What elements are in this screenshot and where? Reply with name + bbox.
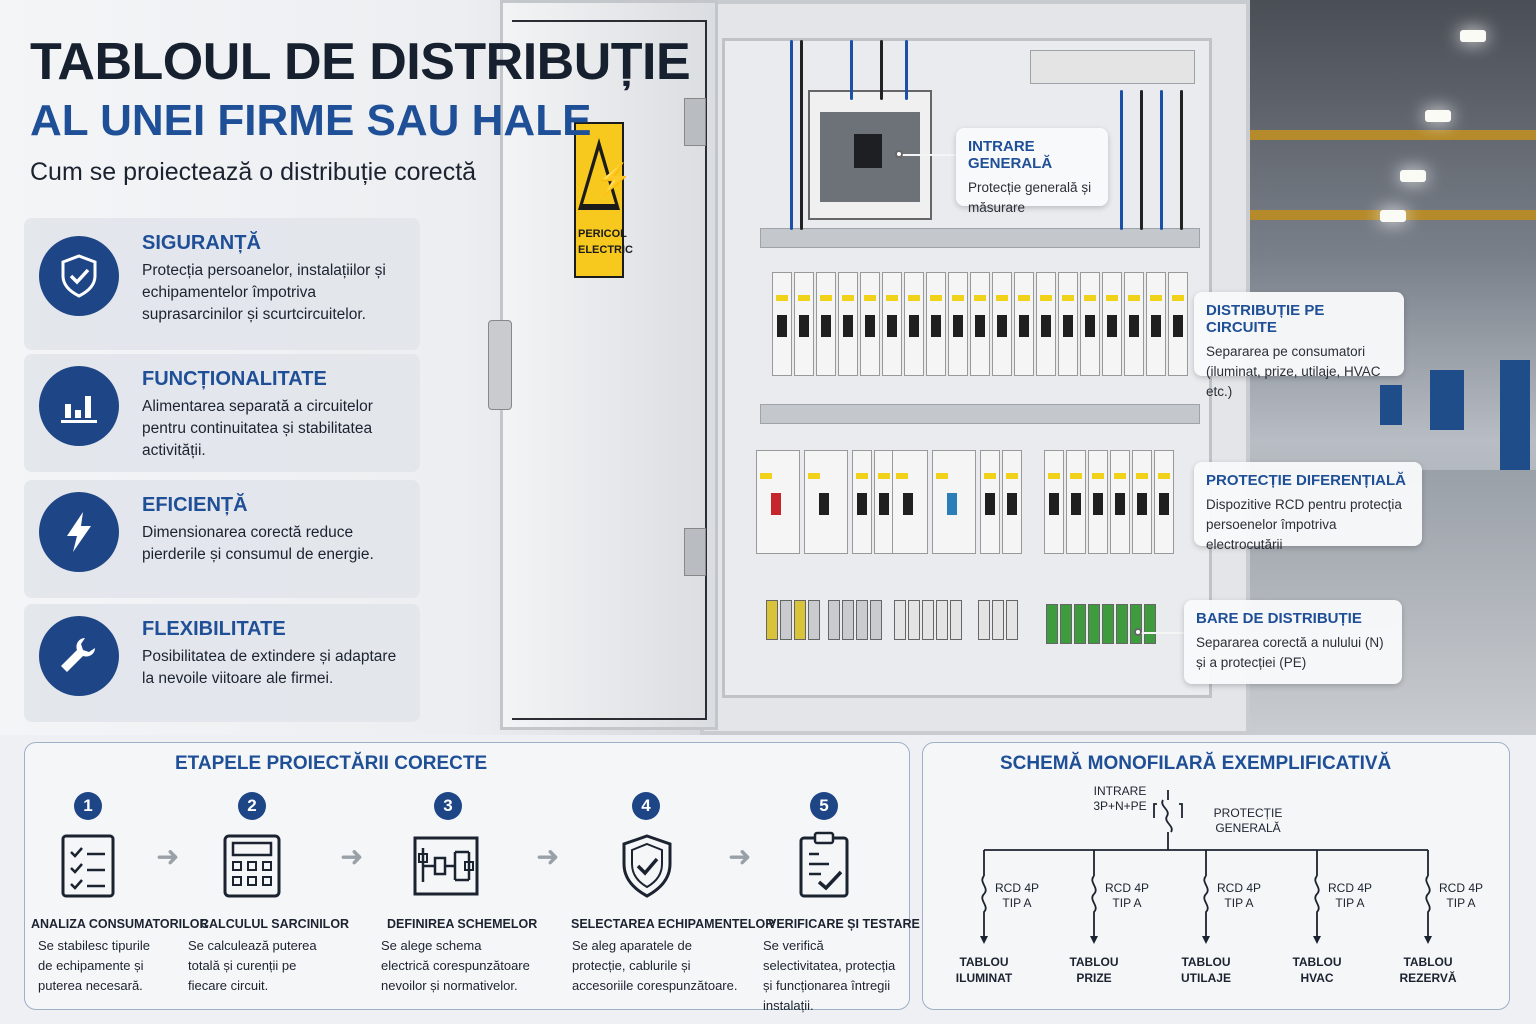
feature-desc: Alimentarea separată a circuitelor pentr…: [142, 398, 373, 459]
feature-desc: Protecția persoanelor, instalațiilor și …: [142, 262, 386, 323]
page-title: TABLOUL DE DISTRIBUȚIE: [30, 33, 691, 91]
arrow-right-icon: ➜: [340, 841, 364, 872]
schematic-icon: [413, 836, 479, 896]
single-line-diagram: [980, 790, 1432, 944]
step-desc: Se aleg aparatele de protecție, cabluril…: [572, 938, 738, 993]
cabinet-door: [500, 0, 718, 730]
step-desc: Se verifică selectivitatea, protecția și…: [763, 938, 896, 1013]
door-hinge: [684, 528, 706, 576]
feature-title: EFICIENȚĂ: [142, 494, 248, 516]
danger-sign: ⚡ PERICOL ELECTRIC: [574, 122, 633, 278]
checklist-icon: [61, 834, 115, 898]
callout-main-input: INTRARE GENERALĂ Protecție generală și m…: [956, 128, 1108, 215]
step-number: 2: [238, 792, 266, 820]
shield-check-icon: [622, 834, 672, 898]
clipboard-check-icon: [799, 831, 849, 898]
shield-check-icon: [61, 254, 97, 298]
page-title-secondary: AL UNEI FIRME SAU HALE: [30, 96, 592, 145]
arrow-right-icon: ➜: [156, 841, 180, 872]
feature-card-functionality: FUNCȚIONALITATE Alimentarea separată a c…: [24, 354, 420, 472]
feature-card-efficiency: EFICIENȚĂ Dimensionarea corectă reduce p…: [24, 480, 420, 598]
feature-title: FLEXIBILITATE: [142, 618, 286, 640]
step-number: 3: [434, 792, 462, 820]
callout-differential-protection: PROTECȚIE DIFERENȚIALĂ Dispozitive RCD p…: [1194, 462, 1422, 552]
step-desc: Se alege schema electrică corespunzătoar…: [381, 938, 530, 993]
feature-title: SIGURANȚĂ: [142, 232, 261, 254]
bar-chart-icon: [61, 396, 97, 423]
step-title: ANALIZA CONSUMATORILOR: [31, 917, 209, 931]
step-title: SELECTAREA ECHIPAMENTELOR: [571, 917, 775, 931]
step-title: VERIFICARE ȘI TESTARE: [768, 917, 920, 931]
callout-distribution-bars: BARE DE DISTRIBUȚIE Separarea corectă a …: [1184, 600, 1402, 684]
page-subtitle: Cum se proiectează o distribuție corectă: [30, 158, 477, 186]
design-steps-panel: [24, 742, 910, 1010]
feature-card-flexibility: FLEXIBILITATE Posibilitatea de extindere…: [24, 604, 420, 722]
door-handle: [488, 320, 512, 410]
feature-desc: Dimensionarea corectă reduce pierderile …: [142, 524, 374, 563]
step-title: CALCULUL SARCINILOR: [200, 917, 350, 931]
step-number: 1: [74, 792, 102, 820]
single-line-diagram-panel: [922, 742, 1510, 1010]
steps-panel-title: ETAPELE PROIECTĂRII CORECTE: [175, 753, 488, 774]
step-number: 5: [810, 792, 838, 820]
step-title: DEFINIREA SCHEMELOR: [387, 917, 538, 931]
step-desc: Se stabilesc tipurile de echipamente și …: [38, 938, 150, 993]
feature-title: FUNCȚIONALITATE: [142, 368, 327, 390]
diagram-panel-title: SCHEMĂ MONOFILARĂ EXEMPLIFICATIVĂ: [1000, 753, 1392, 774]
arrow-right-icon: ➜: [536, 841, 560, 872]
cabinet-photo: ⚡ PERICOL ELECTRIC: [0, 0, 1536, 735]
lightning-icon: [67, 512, 91, 552]
calculator-icon: [223, 834, 281, 898]
step-desc: Se calculează puterea totală și curenții…: [188, 938, 317, 993]
feature-desc: Posibilitatea de extindere și adaptare l…: [142, 648, 397, 687]
wrench-icon: [61, 638, 95, 672]
danger-sign-text: PERICOL ELECTRIC: [578, 228, 633, 256]
arrow-right-icon: ➜: [728, 841, 752, 872]
step-number: 4: [632, 792, 660, 820]
feature-card-safety: SIGURANȚĂ Protecția persoanelor, instala…: [24, 218, 420, 350]
lightning-icon: ⚡: [595, 163, 633, 196]
callout-circuit-distribution: DISTRIBUȚIE PE CIRCUITE Separarea pe con…: [1194, 292, 1404, 399]
door-hinge: [684, 98, 706, 146]
